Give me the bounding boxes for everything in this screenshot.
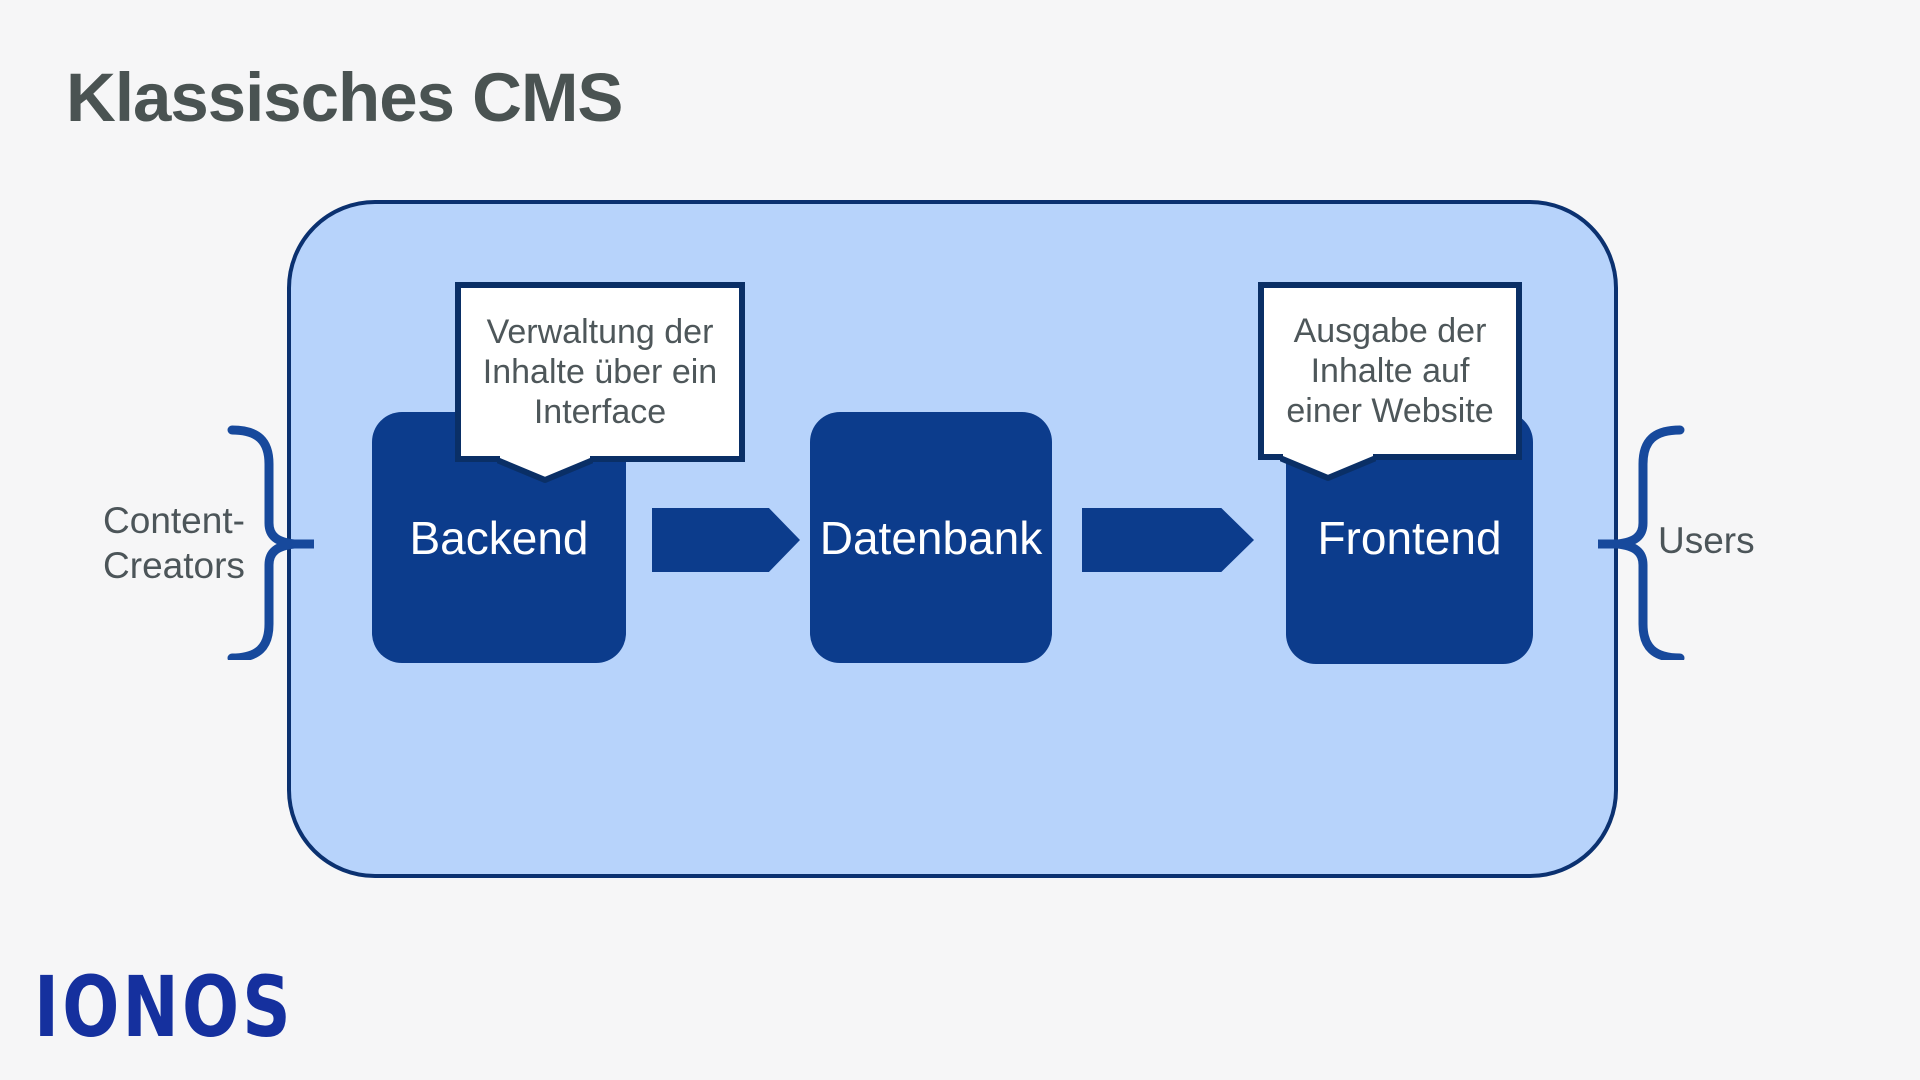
page-title: Klassisches CMS (66, 59, 623, 136)
backend-box-label: Backend (409, 511, 589, 564)
frontend-box-label: Frontend (1317, 512, 1502, 564)
backend-callout-line1: Verwaltung der (486, 313, 714, 351)
bubble-tail-icon (1280, 446, 1376, 481)
content-creators-label: Content- Creators (84, 498, 264, 588)
left-brace-icon (227, 425, 314, 660)
frontend-callout-line1: Ausgabe der (1293, 312, 1487, 350)
arrow-right-icon-datenbank-to-frontend (1082, 508, 1254, 572)
frontend-callout-line3: einer Website (1286, 392, 1494, 430)
users-label: Users (1658, 520, 1755, 561)
bubble-tail-icon (497, 448, 593, 483)
frontend-callout-bubble: Ausgabe der Inhalte auf einer Website (1258, 282, 1522, 481)
backend-callout-bubble: Verwaltung der Inhalte über ein Interfac… (455, 282, 745, 483)
frontend-callout-line2: Inhalte auf (1310, 352, 1470, 390)
arrow-right-icon-backend-to-datenbank (652, 508, 800, 572)
content-creators-line2: Creators (103, 545, 245, 586)
content-creators-line1: Content- (103, 500, 245, 541)
backend-callout-line2: Inhalte über ein (482, 353, 718, 391)
datenbank-box: Datenbank (810, 412, 1052, 663)
ionos-logo: IONOS (34, 958, 294, 1056)
right-brace-icon (1598, 425, 1685, 660)
datenbank-box-label: Datenbank (819, 511, 1043, 564)
backend-callout-line3: Interface (533, 393, 667, 431)
